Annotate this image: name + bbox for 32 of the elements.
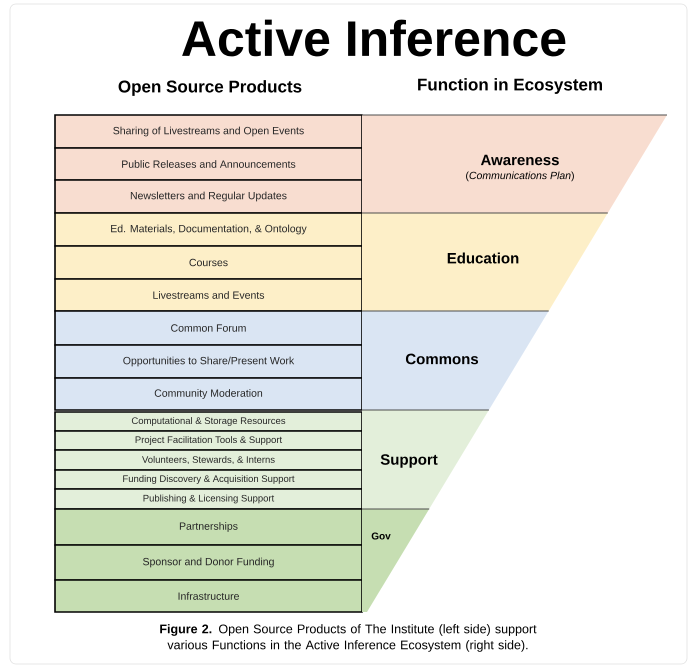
column-heading: Function in Ecosystem xyxy=(418,78,602,94)
column-heading: Open Source Products xyxy=(118,80,302,96)
product-box: Community Moderation xyxy=(54,377,363,411)
function-band: Support xyxy=(362,410,490,509)
product-box: Sponsor and Donor Funding xyxy=(54,544,363,581)
product-box: Project Facilitation Tools & Support xyxy=(54,430,363,451)
title: Active Inference xyxy=(182,20,566,56)
function-band: Gov xyxy=(362,508,430,612)
product-box: Newsletters and Regular Updates xyxy=(54,179,363,214)
caption: Figure 2. Open Source Products of The Institute (left side) support various Functions in the Active Inference Ecosystem (right side). xyxy=(160,624,536,652)
node-label: (Communications Plan) xyxy=(466,171,574,182)
node-label: Education xyxy=(448,252,518,264)
product-box: Publishing & Licensing Support xyxy=(54,488,363,510)
product-box: Public Releases and Announcements xyxy=(54,147,363,181)
node-label: Awareness xyxy=(480,154,559,166)
product-box: Sharing of Livestreams and Open Events xyxy=(54,114,363,149)
product-box: Ed. Materials, Documentation, & Ontology xyxy=(54,212,363,247)
product-box: Funding Discovery & Acquisition Support xyxy=(54,469,363,490)
node-label: Commons xyxy=(406,354,478,364)
product-box: Livestreams and Events xyxy=(54,278,363,312)
function-band: Education xyxy=(362,212,608,311)
product-box: Partnerships xyxy=(54,508,363,546)
node-label: Support xyxy=(380,454,438,468)
product-box: Computational & Storage Resources xyxy=(54,411,363,432)
product-box: Opportunities to Share/Present Work xyxy=(54,344,363,379)
product-box: Common Forum xyxy=(54,310,363,346)
product-box: Courses xyxy=(54,245,363,280)
function-band: Commons xyxy=(362,310,550,410)
product-box: Volunteers, Stewards, & Interns xyxy=(54,449,363,471)
node-label: Gov xyxy=(372,532,391,540)
function-band: Awareness (Communications Plan) xyxy=(362,114,668,213)
product-box: Infrastructure xyxy=(54,579,363,613)
